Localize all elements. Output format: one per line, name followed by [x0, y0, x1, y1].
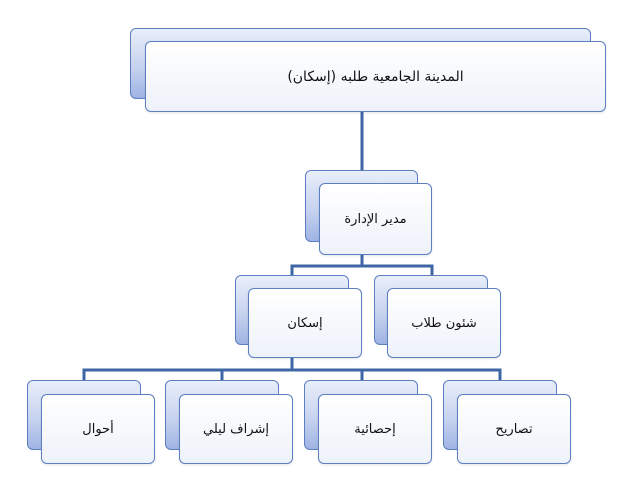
node-director[interactable]: مدير الإدارة	[305, 170, 432, 256]
node-conditions-label: أحوال	[82, 421, 114, 437]
node-conditions-front: أحوال	[41, 394, 155, 464]
node-conditions[interactable]: أحوال	[27, 380, 155, 465]
node-statistics[interactable]: إحصائية	[304, 380, 432, 465]
connector-director-departments	[290, 250, 434, 276]
node-night-supervision[interactable]: إشراف ليلي	[165, 380, 293, 465]
connector-housing-sections	[82, 357, 502, 380]
node-root[interactable]: المدينة الجامعية طلبه (إسكان)	[130, 28, 606, 114]
node-permits[interactable]: تصاريح	[443, 380, 571, 465]
node-root-front: المدينة الجامعية طلبه (إسكان)	[145, 41, 606, 112]
node-director-front: مدير الإدارة	[319, 183, 432, 255]
node-housing-front: إسكان	[248, 288, 362, 358]
node-statistics-front: إحصائية	[318, 394, 432, 464]
node-night-supervision-label: إشراف ليلي	[203, 421, 269, 437]
node-root-label: المدينة الجامعية طلبه (إسكان)	[287, 68, 464, 85]
node-student-affairs-label: شئون طلاب	[411, 315, 477, 331]
node-student-affairs[interactable]: شئون طلاب	[374, 275, 501, 359]
node-student-affairs-front: شئون طلاب	[387, 288, 501, 358]
node-statistics-label: إحصائية	[354, 421, 396, 437]
node-housing-label: إسكان	[287, 315, 323, 331]
node-permits-front: تصاريح	[457, 394, 571, 464]
node-director-label: مدير الإدارة	[344, 211, 407, 227]
node-housing[interactable]: إسكان	[235, 275, 362, 359]
node-permits-label: تصاريح	[495, 421, 533, 437]
node-night-supervision-front: إشراف ليلي	[179, 394, 293, 464]
